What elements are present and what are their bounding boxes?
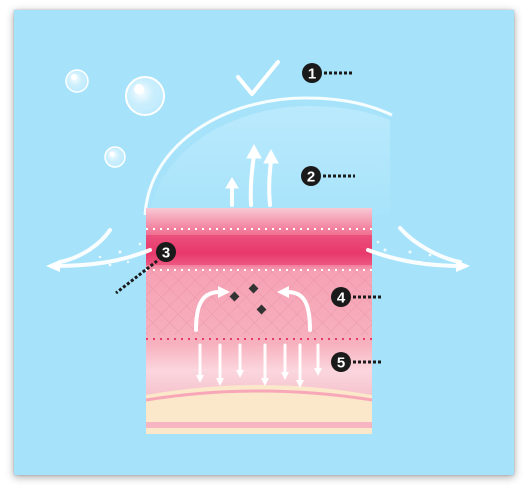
bubble-icon [125, 76, 165, 116]
callout-4-number: 4 [337, 290, 346, 307]
callout-1-number: 1 [308, 66, 316, 83]
rising-moisture [225, 143, 279, 207]
arrow-icon [194, 290, 312, 332]
protective-dome [143, 96, 393, 216]
epidermis-layer [146, 235, 372, 265]
arrow-icon [277, 286, 289, 298]
arrow-icon [218, 286, 230, 298]
bubble-icon [65, 69, 89, 93]
arrow-icon [456, 260, 470, 272]
particle-marks [229, 283, 267, 315]
lower-layer [146, 385, 372, 434]
callout-2-number: 2 [307, 169, 315, 186]
spray-dots [88, 240, 432, 267]
bubble-icon [104, 146, 126, 168]
callout-1: 1 [302, 63, 354, 83]
skin-block [145, 208, 373, 434]
callout-2: 2 [301, 166, 355, 186]
arrow-heads [196, 368, 322, 388]
arrow-icon [198, 343, 320, 382]
callout-4: 4 [331, 287, 383, 307]
callout-3-number: 3 [162, 245, 170, 262]
callout-5-number: 5 [337, 355, 345, 372]
checkmark-icon [236, 60, 280, 96]
callout-5: 5 [331, 352, 383, 372]
arrow-icon [46, 260, 60, 272]
callout-3: 3 [115, 242, 176, 295]
